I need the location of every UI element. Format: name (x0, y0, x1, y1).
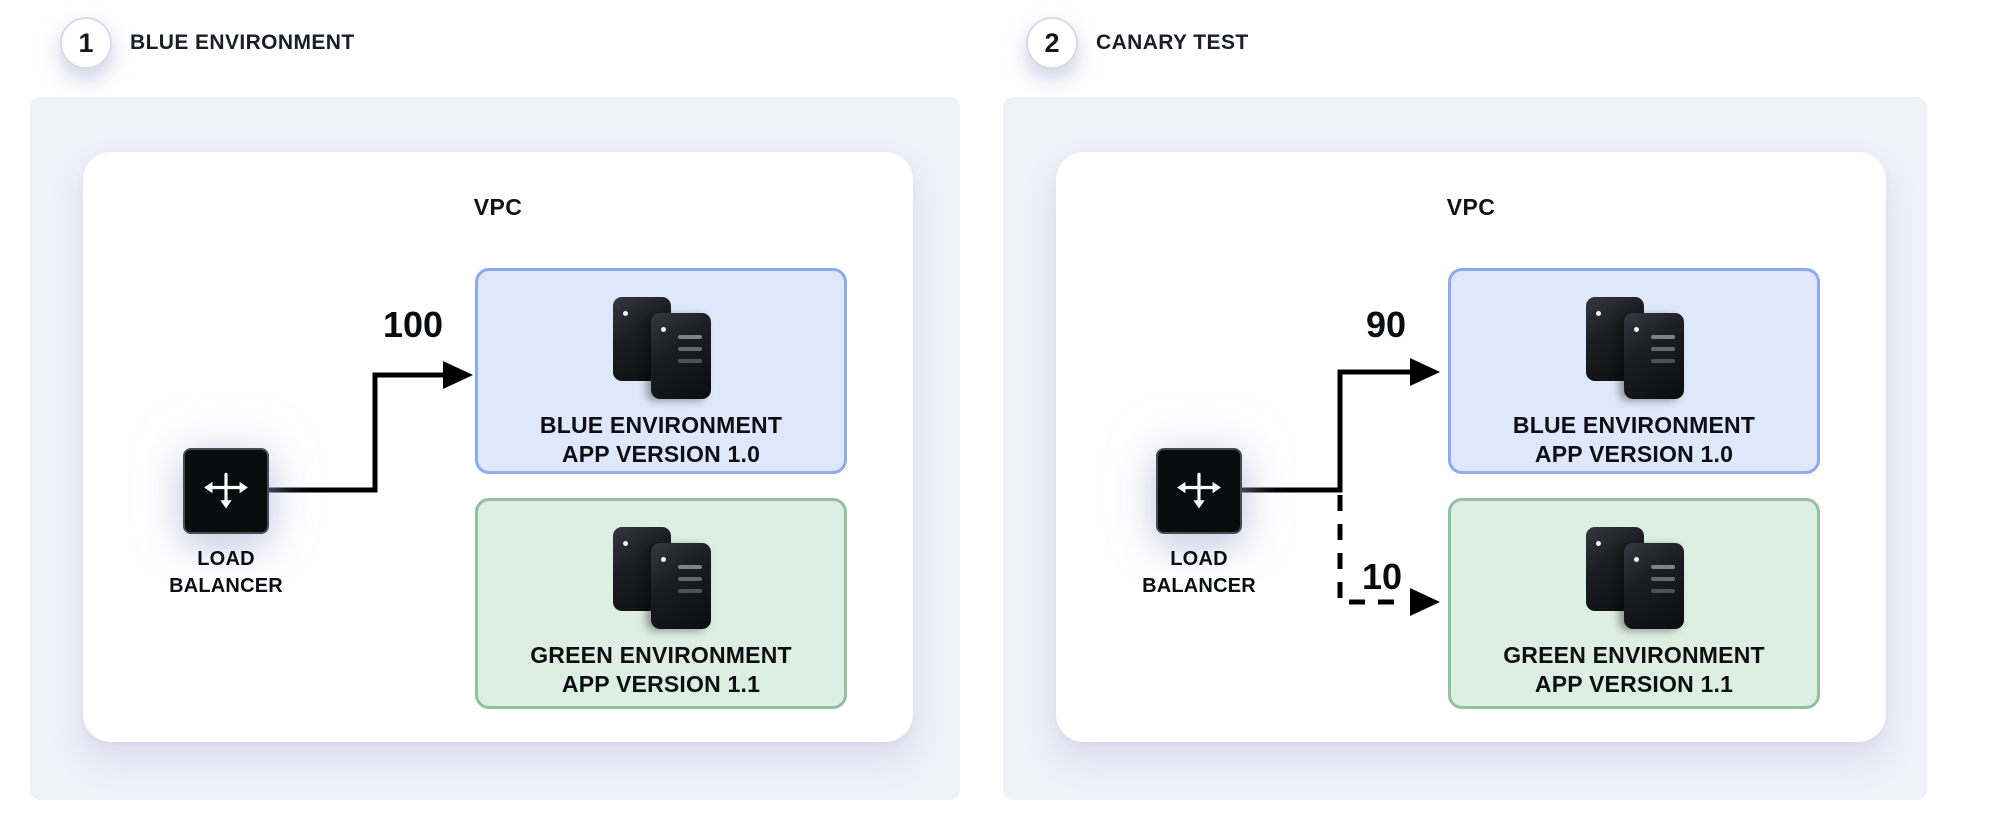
move-arrows-icon (1177, 472, 1221, 509)
arrowhead-to-green (1410, 588, 1440, 616)
traffic-arrows-1 (269, 361, 473, 493)
server-front-icon (1624, 543, 1684, 629)
blue-environment-version-1: APP VERSION 1.0 (561, 441, 761, 467)
stacked-servers-icon (1576, 527, 1692, 629)
server-front-icon (1624, 313, 1684, 399)
panel-2-title: CANARY TEST (1096, 31, 1249, 54)
vpc-label-1: VPC (473, 194, 523, 220)
move-arrows-icon (204, 472, 248, 509)
arrow-line-to-blue (1242, 369, 1412, 493)
panel-1: VPC 100 (30, 97, 960, 800)
arrowhead-to-blue (1410, 358, 1440, 386)
load-balancer-label-2: LOAD BALANCER (1142, 548, 1256, 597)
green-environment-version-2: APP VERSION 1.1 (1534, 671, 1734, 697)
arrow-line-to-blue (269, 372, 445, 493)
stacked-servers-icon (1576, 297, 1692, 399)
traffic-weight-blue-1: 100 (382, 304, 444, 345)
step-1-number: 1 (78, 27, 94, 58)
load-balancer-2 (1156, 448, 1242, 534)
green-environment-box-1: GREEN ENVIRONMENT APP VERSION 1.1 (475, 498, 847, 709)
step-2-number: 2 (1044, 27, 1060, 58)
blue-environment-name-1: BLUE ENVIRONMENT (539, 412, 783, 438)
traffic-arrows-2 (1242, 358, 1440, 616)
vpc-card-1: VPC 100 (83, 152, 913, 742)
step-2-badge: 2 (1026, 17, 1078, 69)
green-environment-box-2: GREEN ENVIRONMENT APP VERSION 1.1 (1448, 498, 1820, 709)
vpc-label-2: VPC (1446, 194, 1496, 220)
green-environment-name-1: GREEN ENVIRONMENT (530, 642, 792, 668)
panel-1-title: BLUE ENVIRONMENT (130, 31, 355, 54)
traffic-weight-blue-2: 90 (1365, 304, 1407, 345)
blue-environment-version-2: APP VERSION 1.0 (1534, 441, 1734, 467)
green-environment-version-1: APP VERSION 1.1 (561, 671, 761, 697)
load-balancer-label-1: LOAD BALANCER (169, 548, 283, 597)
stacked-servers-icon (603, 297, 719, 399)
blue-environment-box-1: BLUE ENVIRONMENT APP VERSION 1.0 (475, 268, 847, 474)
stacked-servers-icon (603, 527, 719, 629)
step-1-badge: 1 (60, 17, 112, 69)
load-balancer-1 (183, 448, 269, 534)
blue-environment-name-2: BLUE ENVIRONMENT (1512, 412, 1756, 438)
blue-environment-box-2: BLUE ENVIRONMENT APP VERSION 1.0 (1448, 268, 1820, 474)
panel-2: VPC 90 10 (1003, 97, 1927, 800)
arrowhead-to-blue (443, 361, 473, 389)
traffic-weight-green-2: 10 (1361, 556, 1403, 597)
server-front-icon (651, 543, 711, 629)
dashed-arrow-line-to-green (1337, 495, 1404, 605)
vpc-card-2: VPC 90 10 (1056, 152, 1886, 742)
green-environment-name-2: GREEN ENVIRONMENT (1503, 642, 1765, 668)
server-front-icon (651, 313, 711, 399)
